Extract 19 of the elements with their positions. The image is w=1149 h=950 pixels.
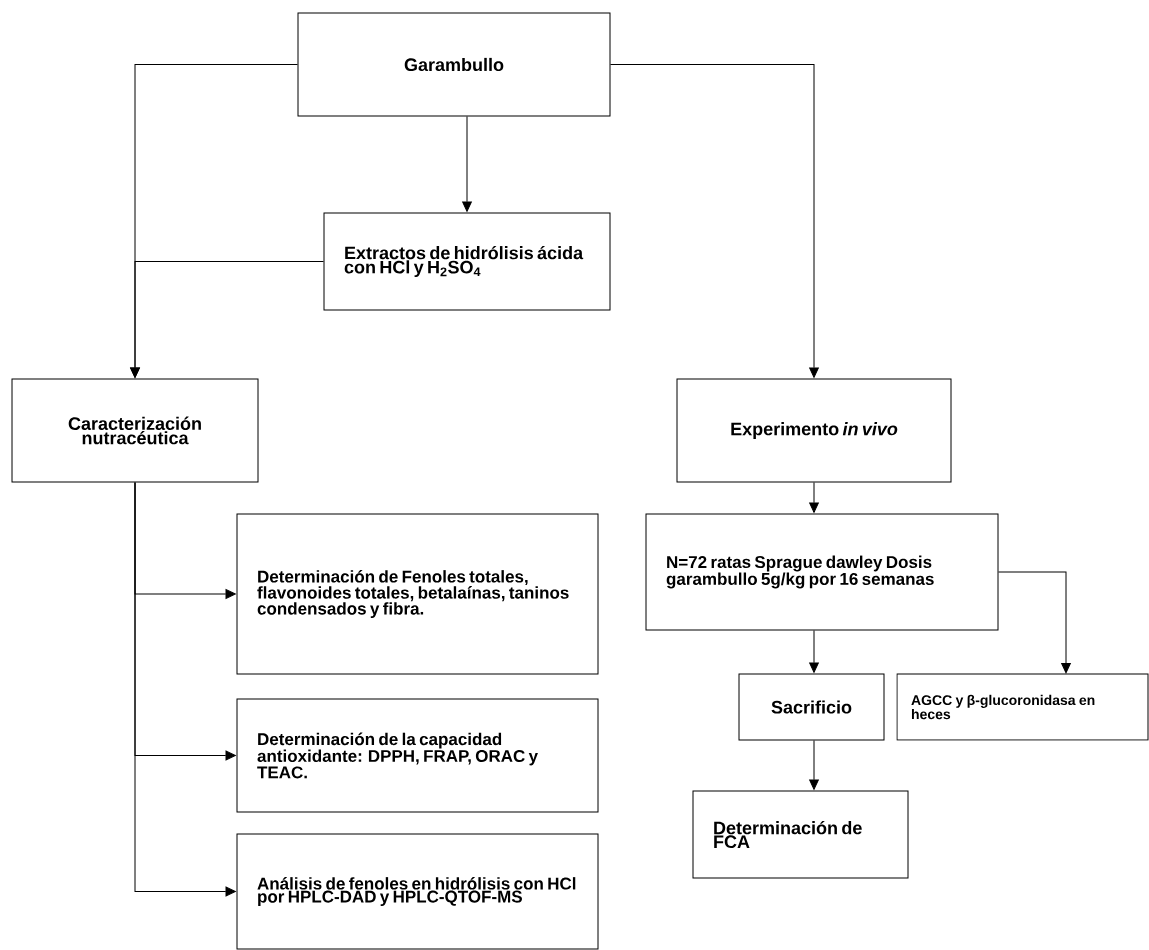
arrow	[610, 64, 819, 378]
arrow	[809, 740, 819, 790]
arrow	[809, 482, 819, 513]
process-box: AGCC y β-glucoronidasa en heces	[896, 673, 1149, 741]
process-box: Sacrificio	[738, 673, 885, 741]
process-box: Determinación de la capacidad antioxidante: DPPH, FRAP, ORAC y TEAC.	[236, 698, 599, 813]
arrow	[809, 630, 819, 673]
arrow	[130, 261, 324, 378]
process-box: Experimento in vivo	[676, 378, 952, 483]
process-box: Determinación de Fenoles totales, flavonoides totales, betalaínas, taninos condensados y fibra.	[236, 513, 599, 675]
process-box: Análisis de fenoles en hidrólisis con HCl por HPLC-DAD y HPLC-QTOF-MS	[236, 833, 599, 950]
process-box: Determinación de FCA	[692, 790, 909, 879]
process-box: Extractos de hidrólisis ácida con HCl y H$_{2}$SO$_{4}$	[323, 212, 611, 311]
process-box: Garambullo	[297, 12, 611, 117]
process-box: N=72 ratas Sprague dawley Dosis garambullo 5g/kg por 16 semanas	[645, 513, 999, 631]
arrow	[134, 482, 236, 897]
process-box: Caracterización nutracéutica	[11, 378, 259, 483]
arrow	[998, 571, 1071, 674]
arrow	[462, 116, 472, 212]
